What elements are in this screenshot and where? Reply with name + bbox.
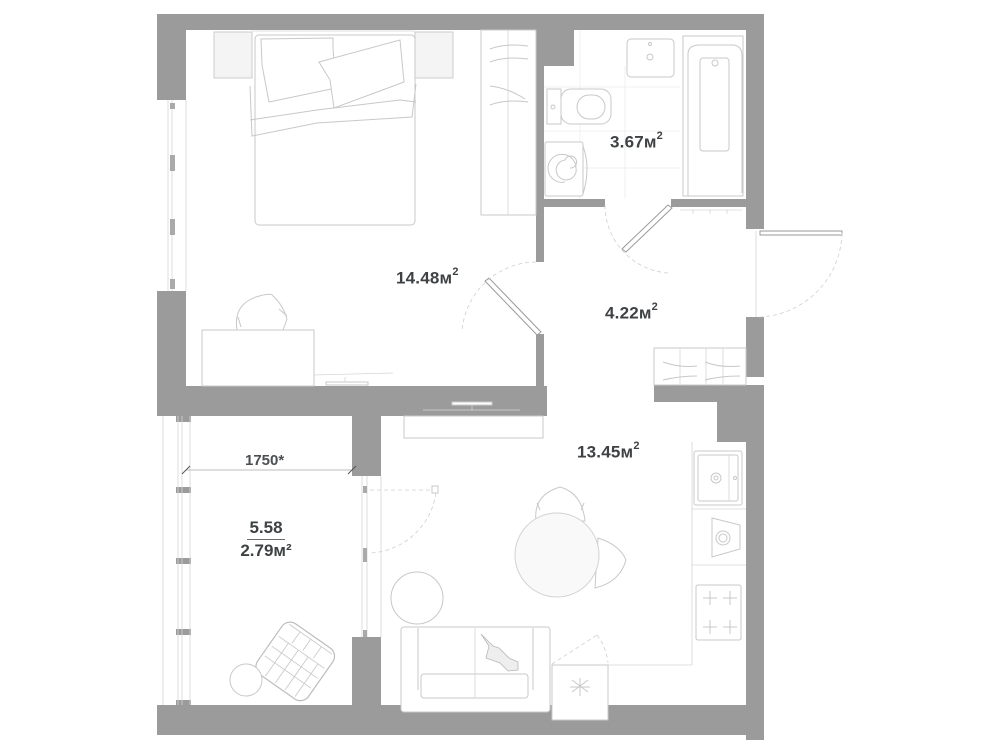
balcony-width-dimension: 1750*	[245, 452, 285, 469]
area-value: 4.22	[605, 303, 639, 323]
wall-bath-notch	[544, 30, 574, 66]
area-exp: 2	[633, 440, 640, 452]
lounge-chair-icon	[255, 621, 336, 702]
balcony-mullion	[176, 700, 191, 706]
round-table-icon	[390, 571, 444, 625]
wall-right-upper	[746, 14, 764, 229]
tv-icon	[313, 372, 394, 386]
wall-balcony-right-lower	[352, 637, 381, 705]
wall-top	[157, 14, 764, 30]
area-exp: 2	[656, 130, 663, 142]
cat-icon	[480, 633, 519, 672]
area-exp: 2	[452, 266, 459, 278]
side-table-icon	[229, 663, 263, 697]
dimension-line	[181, 465, 357, 475]
nightstand-icon	[213, 31, 253, 79]
area-unit: м	[620, 442, 634, 462]
bed-icon	[249, 30, 417, 226]
area-unit: м	[643, 132, 657, 152]
wall-bath-bottom-right	[671, 199, 746, 207]
toilet-icon	[546, 88, 612, 125]
dishwasher-icon	[692, 508, 746, 566]
wardrobe-icon	[480, 29, 537, 216]
tv-icon	[403, 401, 544, 439]
wall-left-mid	[157, 291, 186, 386]
window-icon	[167, 100, 187, 291]
area-unit: м	[439, 268, 453, 288]
desk-icon	[201, 329, 315, 387]
room-area-kitchen-living: 13.45м2	[577, 440, 640, 463]
balcony-window-icon	[162, 416, 191, 705]
dining-table-icon	[514, 486, 627, 598]
area-value: 3.67	[610, 132, 644, 152]
area-value: 13.45	[577, 442, 621, 462]
wall-right-mid	[746, 317, 764, 377]
wall-left-upper	[157, 14, 186, 100]
shoe-rack-icon	[653, 347, 747, 386]
room-area-bathroom: 3.67м2	[610, 130, 663, 153]
area-value: 14.48	[396, 268, 440, 288]
sink-icon	[626, 38, 675, 78]
room-area-bedroom: 14.48м2	[396, 266, 459, 289]
entrance-door-icon	[755, 230, 843, 318]
kitchen-sink-icon	[693, 450, 743, 506]
balcony-area-full: 5.58	[247, 517, 285, 540]
room-area-hallway: 4.22м2	[605, 301, 658, 324]
balcony-mullion	[176, 629, 191, 635]
wall-bedroom-right-lower	[536, 334, 544, 416]
sofa-icon	[400, 626, 551, 713]
bathroom-door-icon	[604, 204, 673, 274]
balcony-door-window-icon	[361, 476, 439, 637]
wall-balcony-right-upper	[352, 386, 381, 476]
wall-right-lower	[746, 385, 764, 740]
balcony-area: 5.58 2.79м²	[226, 517, 306, 562]
wall-bath-bottom-left	[544, 199, 605, 207]
chair-icon	[235, 293, 288, 331]
balcony-mullion	[176, 416, 191, 422]
area-exp: 2	[651, 301, 658, 313]
bedroom-door-icon	[461, 261, 542, 336]
balcony-mullion	[176, 487, 191, 493]
nightstand-icon	[414, 31, 454, 79]
cooktop-icon	[695, 584, 742, 641]
bathtub-icon	[682, 35, 744, 197]
area-unit: м	[638, 303, 652, 323]
washing-machine-icon	[544, 141, 588, 197]
radiator-icon	[680, 209, 742, 214]
wall-bedroom-right-upper	[536, 30, 544, 262]
balcony-mullion	[176, 558, 191, 564]
fridge-icon	[551, 634, 609, 721]
balcony-area-reduced: 2.79м²	[240, 541, 292, 560]
